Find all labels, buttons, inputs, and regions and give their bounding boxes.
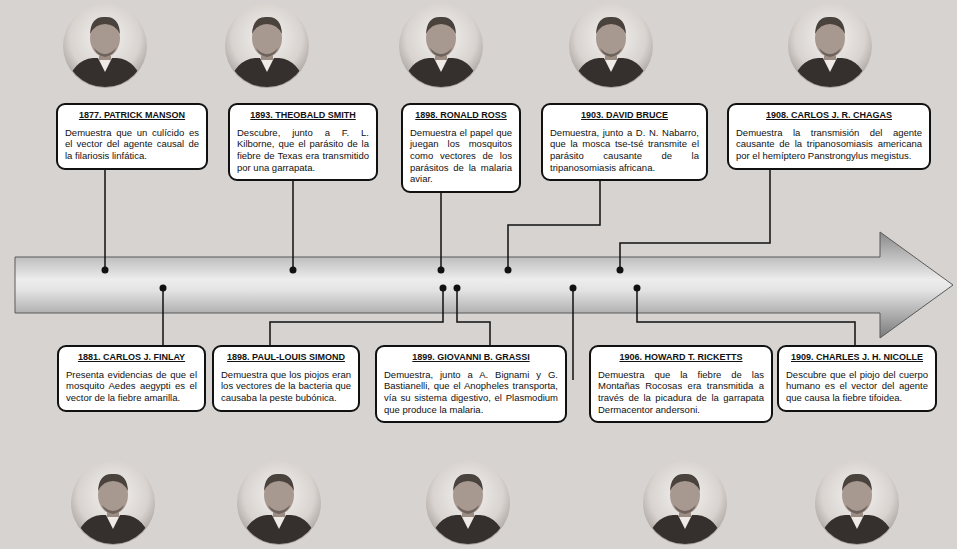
portrait-photo <box>643 461 727 549</box>
event-heading: 1906. HOWARD T. RICKETTS <box>598 352 764 363</box>
event-heading: 1898. PAUL-LOUIS SIMOND <box>221 352 351 363</box>
event-description: Demuestra, junto a D. N. Nabarro, que la… <box>550 127 699 173</box>
event-description: Demuestra que los piojos eran los vector… <box>221 369 351 404</box>
event-heading: 1908. CARLOS J. R. CHAGAS <box>736 110 922 121</box>
timeline-dot <box>505 267 512 274</box>
portrait-photo <box>71 461 155 549</box>
timeline-event-box: 1906. HOWARD T. RICKETTS Demuestra que la… <box>589 345 773 423</box>
event-description: Demuestra, junto a A. Bignami y G. Basti… <box>384 369 558 415</box>
event-description: Descubre, junto a F. L. Kilborne, que el… <box>237 127 369 173</box>
timeline-dot <box>634 285 641 292</box>
timeline-event-box: 1881. CARLOS J. FINLAY Presenta evidencia… <box>57 345 206 412</box>
timeline-event-box: 1893. THEOBALD SMITH Descubre, junto a F.… <box>228 103 378 181</box>
event-description: Demuestra la transmisión del agente caus… <box>736 127 922 162</box>
event-description: Demuestra que la fiebre de las Montañas … <box>598 369 764 415</box>
timeline-event-box: 1899. GIOVANNI B. GRASSI Demuestra, junto… <box>375 345 567 423</box>
timeline-dot <box>617 267 624 274</box>
timeline-dots <box>102 267 641 292</box>
portrait-photo <box>569 4 653 92</box>
portrait-photo <box>426 461 510 549</box>
event-description: Presenta evidencias de que el mosquito A… <box>66 369 197 404</box>
portrait-photo <box>225 4 309 92</box>
event-heading: 1909. CHARLES J. H. NICOLLE <box>786 352 928 363</box>
timeline-dot <box>570 285 577 292</box>
portrait-photo <box>815 461 899 549</box>
timeline-event-box: 1898. RONALD ROSS Demuestra el papel que … <box>401 103 521 193</box>
timeline-event-box: 1898. PAUL-LOUIS SIMOND Demuestra que los… <box>212 345 360 412</box>
timeline-dot <box>102 267 109 274</box>
timeline-event-box: 1909. CHARLES J. H. NICOLLE Descubre que … <box>777 345 937 412</box>
portrait-photo <box>63 4 147 92</box>
event-description: Demuestra que un culícido es el vector d… <box>65 127 199 162</box>
event-heading: 1877. PATRICK MANSON <box>65 110 199 121</box>
timeline-event-box: 1877. PATRICK MANSON Demuestra que un cul… <box>56 103 208 170</box>
portrait-photo <box>788 4 872 92</box>
event-heading: 1903. DAVID BRUCE <box>550 110 699 121</box>
leader-line <box>572 288 574 380</box>
timeline-dot <box>438 267 445 274</box>
timeline-event-box: 1903. DAVID BRUCE Demuestra, junto a D. N… <box>541 103 708 181</box>
event-heading: 1898. RONALD ROSS <box>410 110 512 121</box>
timeline-dot <box>290 267 297 274</box>
timeline-dot <box>454 285 461 292</box>
portrait-photo <box>237 461 321 549</box>
portrait-photo <box>399 4 483 92</box>
event-heading: 1881. CARLOS J. FINLAY <box>66 352 197 363</box>
event-description: Descubre que el piojo del cuerpo humano … <box>786 369 928 404</box>
timeline-event-box: 1908. CARLOS J. R. CHAGAS Demuestra la tr… <box>727 103 931 170</box>
event-heading: 1893. THEOBALD SMITH <box>237 110 369 121</box>
timeline-dot <box>440 285 447 292</box>
timeline-dot <box>160 285 167 292</box>
event-heading: 1899. GIOVANNI B. GRASSI <box>384 352 558 363</box>
event-description: Demuestra el papel que juegan los mosqui… <box>410 127 512 185</box>
